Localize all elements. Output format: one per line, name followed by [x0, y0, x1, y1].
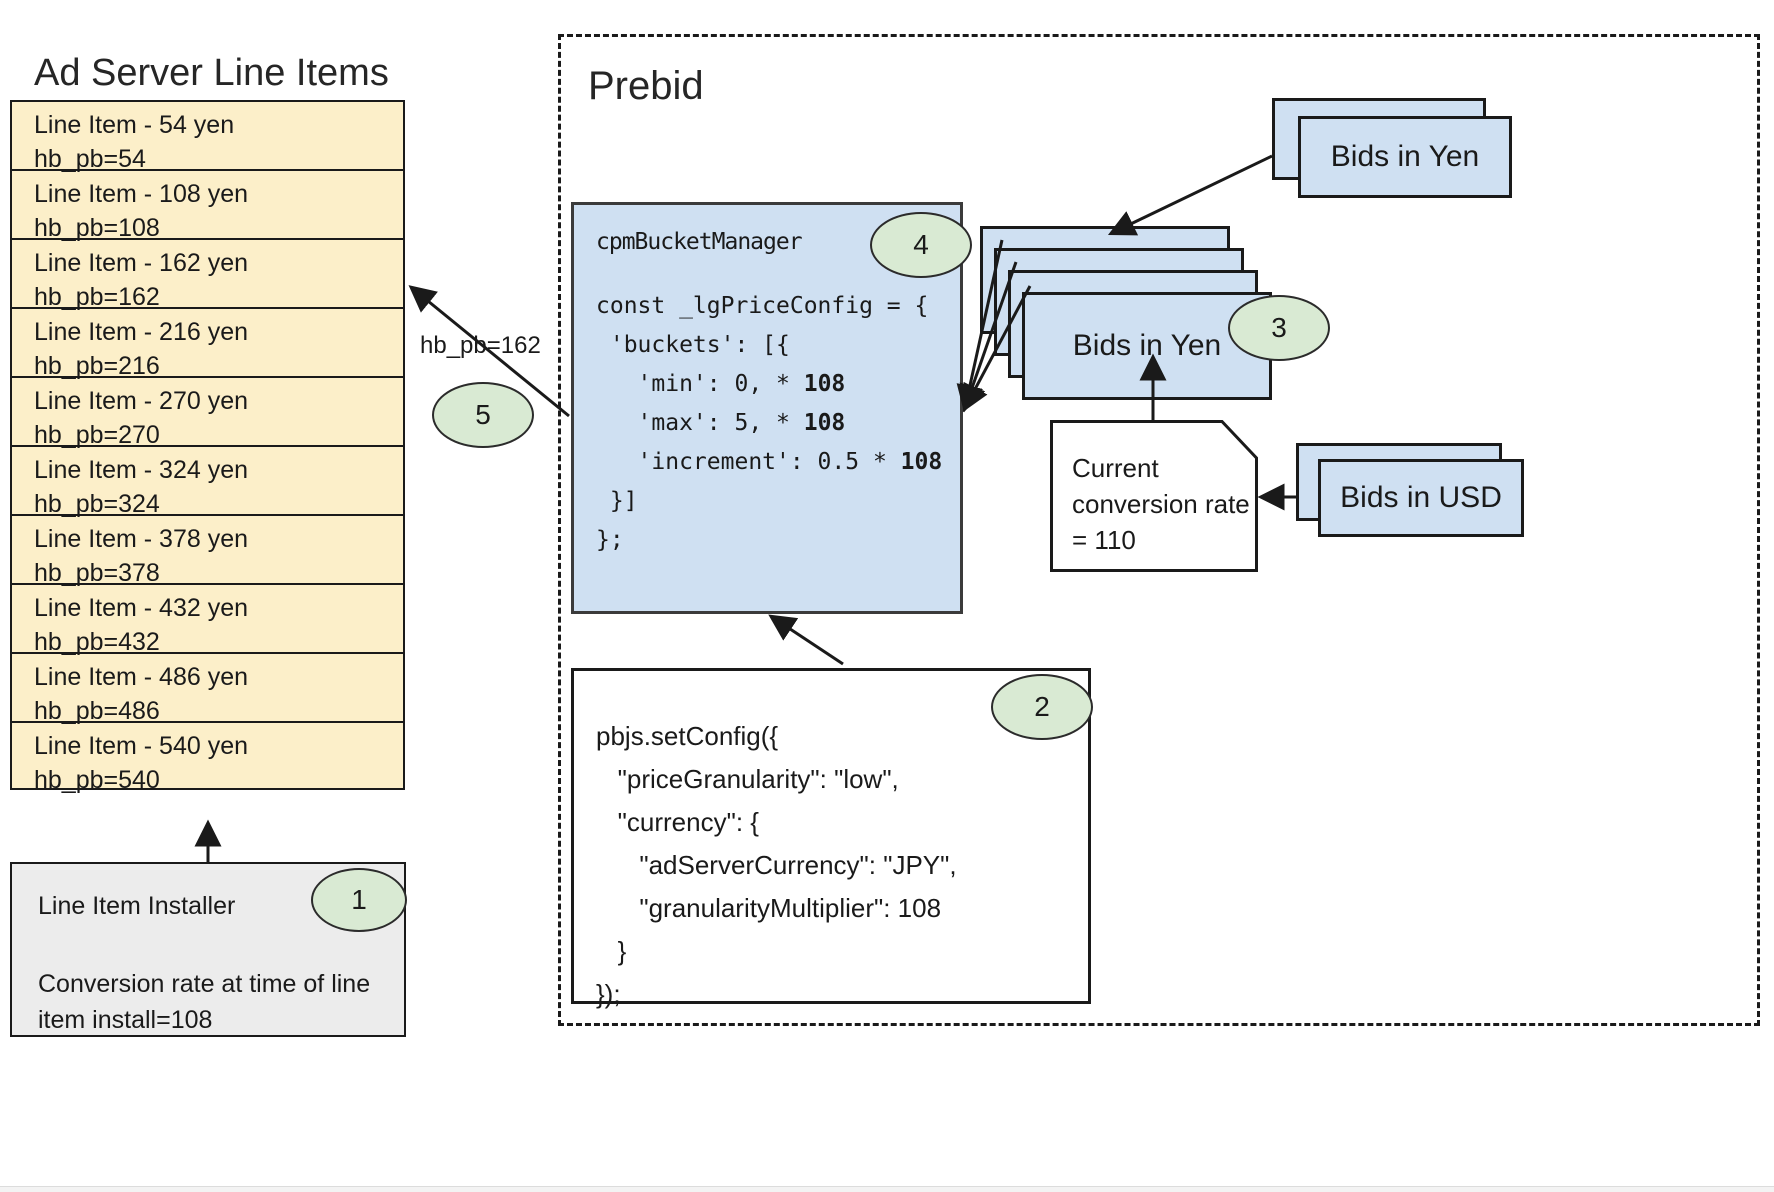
- line-item-key: hb_pb=108: [34, 214, 160, 242]
- bids-in-yen-top-card-front[interactable]: Bids in Yen: [1298, 116, 1512, 198]
- line-item-row[interactable]: Line Item - 216 yen hb_pb=216: [10, 307, 405, 380]
- cpm-bucket-manager-code: const _lgPriceConfig = { 'buckets': [{ '…: [596, 287, 942, 560]
- line-item-name: Line Item - 432 yen: [34, 594, 249, 622]
- prebid-title: Prebid: [588, 64, 704, 108]
- line-item-name: Line Item - 108 yen: [34, 180, 249, 208]
- bids-in-usd-label: Bids in USD: [1340, 481, 1502, 514]
- cpm-code-line: 'increment': 0.5 * 108: [596, 449, 943, 475]
- bids-in-yen-top-stack[interactable]: Bids in Yen: [1272, 98, 1512, 198]
- line-item-key: hb_pb=432: [34, 628, 160, 656]
- bids-in-usd-stack[interactable]: Bids in USD: [1296, 443, 1526, 537]
- ad-server-line-items-title: Ad Server Line Items: [34, 52, 389, 94]
- line-item-key: hb_pb=162: [34, 283, 160, 311]
- bids-in-yen-top-label: Bids in Yen: [1330, 140, 1480, 173]
- line-item-row[interactable]: Line Item - 540 yen hb_pb=540: [10, 721, 405, 794]
- cpm-code-line: 'max': 5, * 108: [596, 410, 846, 436]
- edge-label-hb-pb: hb_pb=162: [420, 332, 541, 359]
- line-item-key: hb_pb=378: [34, 559, 160, 587]
- cpm-code-line: };: [596, 527, 624, 553]
- line-item-name: Line Item - 270 yen: [34, 387, 249, 415]
- cpm-code-line: 'buckets': [{: [596, 332, 790, 358]
- line-item-row[interactable]: Line Item - 324 yen hb_pb=324: [10, 445, 405, 518]
- line-item-row[interactable]: Line Item - 54 yen hb_pb=54: [10, 100, 405, 173]
- line-item-key: hb_pb=540: [34, 766, 160, 794]
- page-bottom-edge: [0, 1186, 1774, 1192]
- line-items-list: Line Item - 54 yen hb_pb=54 Line Item - …: [10, 100, 405, 794]
- cpm-code-line: const _lgPriceConfig = {: [596, 293, 929, 319]
- line-item-name: Line Item - 486 yen: [34, 663, 249, 691]
- line-item-name: Line Item - 54 yen: [34, 111, 235, 139]
- line-item-name: Line Item - 162 yen: [34, 249, 249, 277]
- line-item-row[interactable]: Line Item - 108 yen hb_pb=108: [10, 169, 405, 242]
- bids-in-yen-card-front[interactable]: Bids in Yen: [1022, 292, 1272, 400]
- line-item-name: Line Item - 324 yen: [34, 456, 249, 484]
- prebid-container: [558, 34, 1760, 1026]
- line-item-key: hb_pb=54: [34, 145, 146, 173]
- line-item-key: hb_pb=486: [34, 697, 160, 725]
- callout-4: 4: [870, 212, 972, 278]
- conversion-rate-note[interactable]: Current conversion rate = 110: [1050, 420, 1258, 572]
- callout-3: 3: [1228, 295, 1330, 361]
- conversion-rate-note-text: Current conversion rate = 110: [1072, 453, 1250, 555]
- line-item-row[interactable]: Line Item - 378 yen hb_pb=378: [10, 514, 405, 587]
- line-item-row[interactable]: Line Item - 486 yen hb_pb=486: [10, 652, 405, 725]
- line-item-name: Line Item - 378 yen: [34, 525, 249, 553]
- callout-5: 5: [432, 382, 534, 448]
- line-item-row[interactable]: Line Item - 162 yen hb_pb=162: [10, 238, 405, 311]
- line-item-key: hb_pb=216: [34, 352, 160, 380]
- line-item-installer-note: Conversion rate at time of line item ins…: [38, 970, 371, 1034]
- cpm-code-line: 'min': 0, * 108: [596, 371, 846, 397]
- set-config-code: pbjs.setConfig({ "priceGranularity": "lo…: [596, 721, 957, 1009]
- line-item-name: Line Item - 540 yen: [34, 732, 249, 760]
- callout-1: 1: [311, 868, 407, 932]
- line-item-key: hb_pb=324: [34, 490, 160, 518]
- cpm-bucket-manager-title: cpmBucketManager: [596, 229, 803, 255]
- bids-in-yen-stack[interactable]: Bids in Yen: [980, 226, 1272, 400]
- cpm-code-line: }]: [596, 488, 638, 514]
- line-item-row[interactable]: Line Item - 270 yen hb_pb=270: [10, 376, 405, 449]
- bids-in-usd-card-front[interactable]: Bids in USD: [1318, 459, 1524, 537]
- line-item-key: hb_pb=270: [34, 421, 160, 449]
- line-item-name: Line Item - 216 yen: [34, 318, 249, 346]
- line-item-installer-title: Line Item Installer: [38, 892, 236, 920]
- line-item-row[interactable]: Line Item - 432 yen hb_pb=432: [10, 583, 405, 656]
- callout-2: 2: [991, 674, 1093, 740]
